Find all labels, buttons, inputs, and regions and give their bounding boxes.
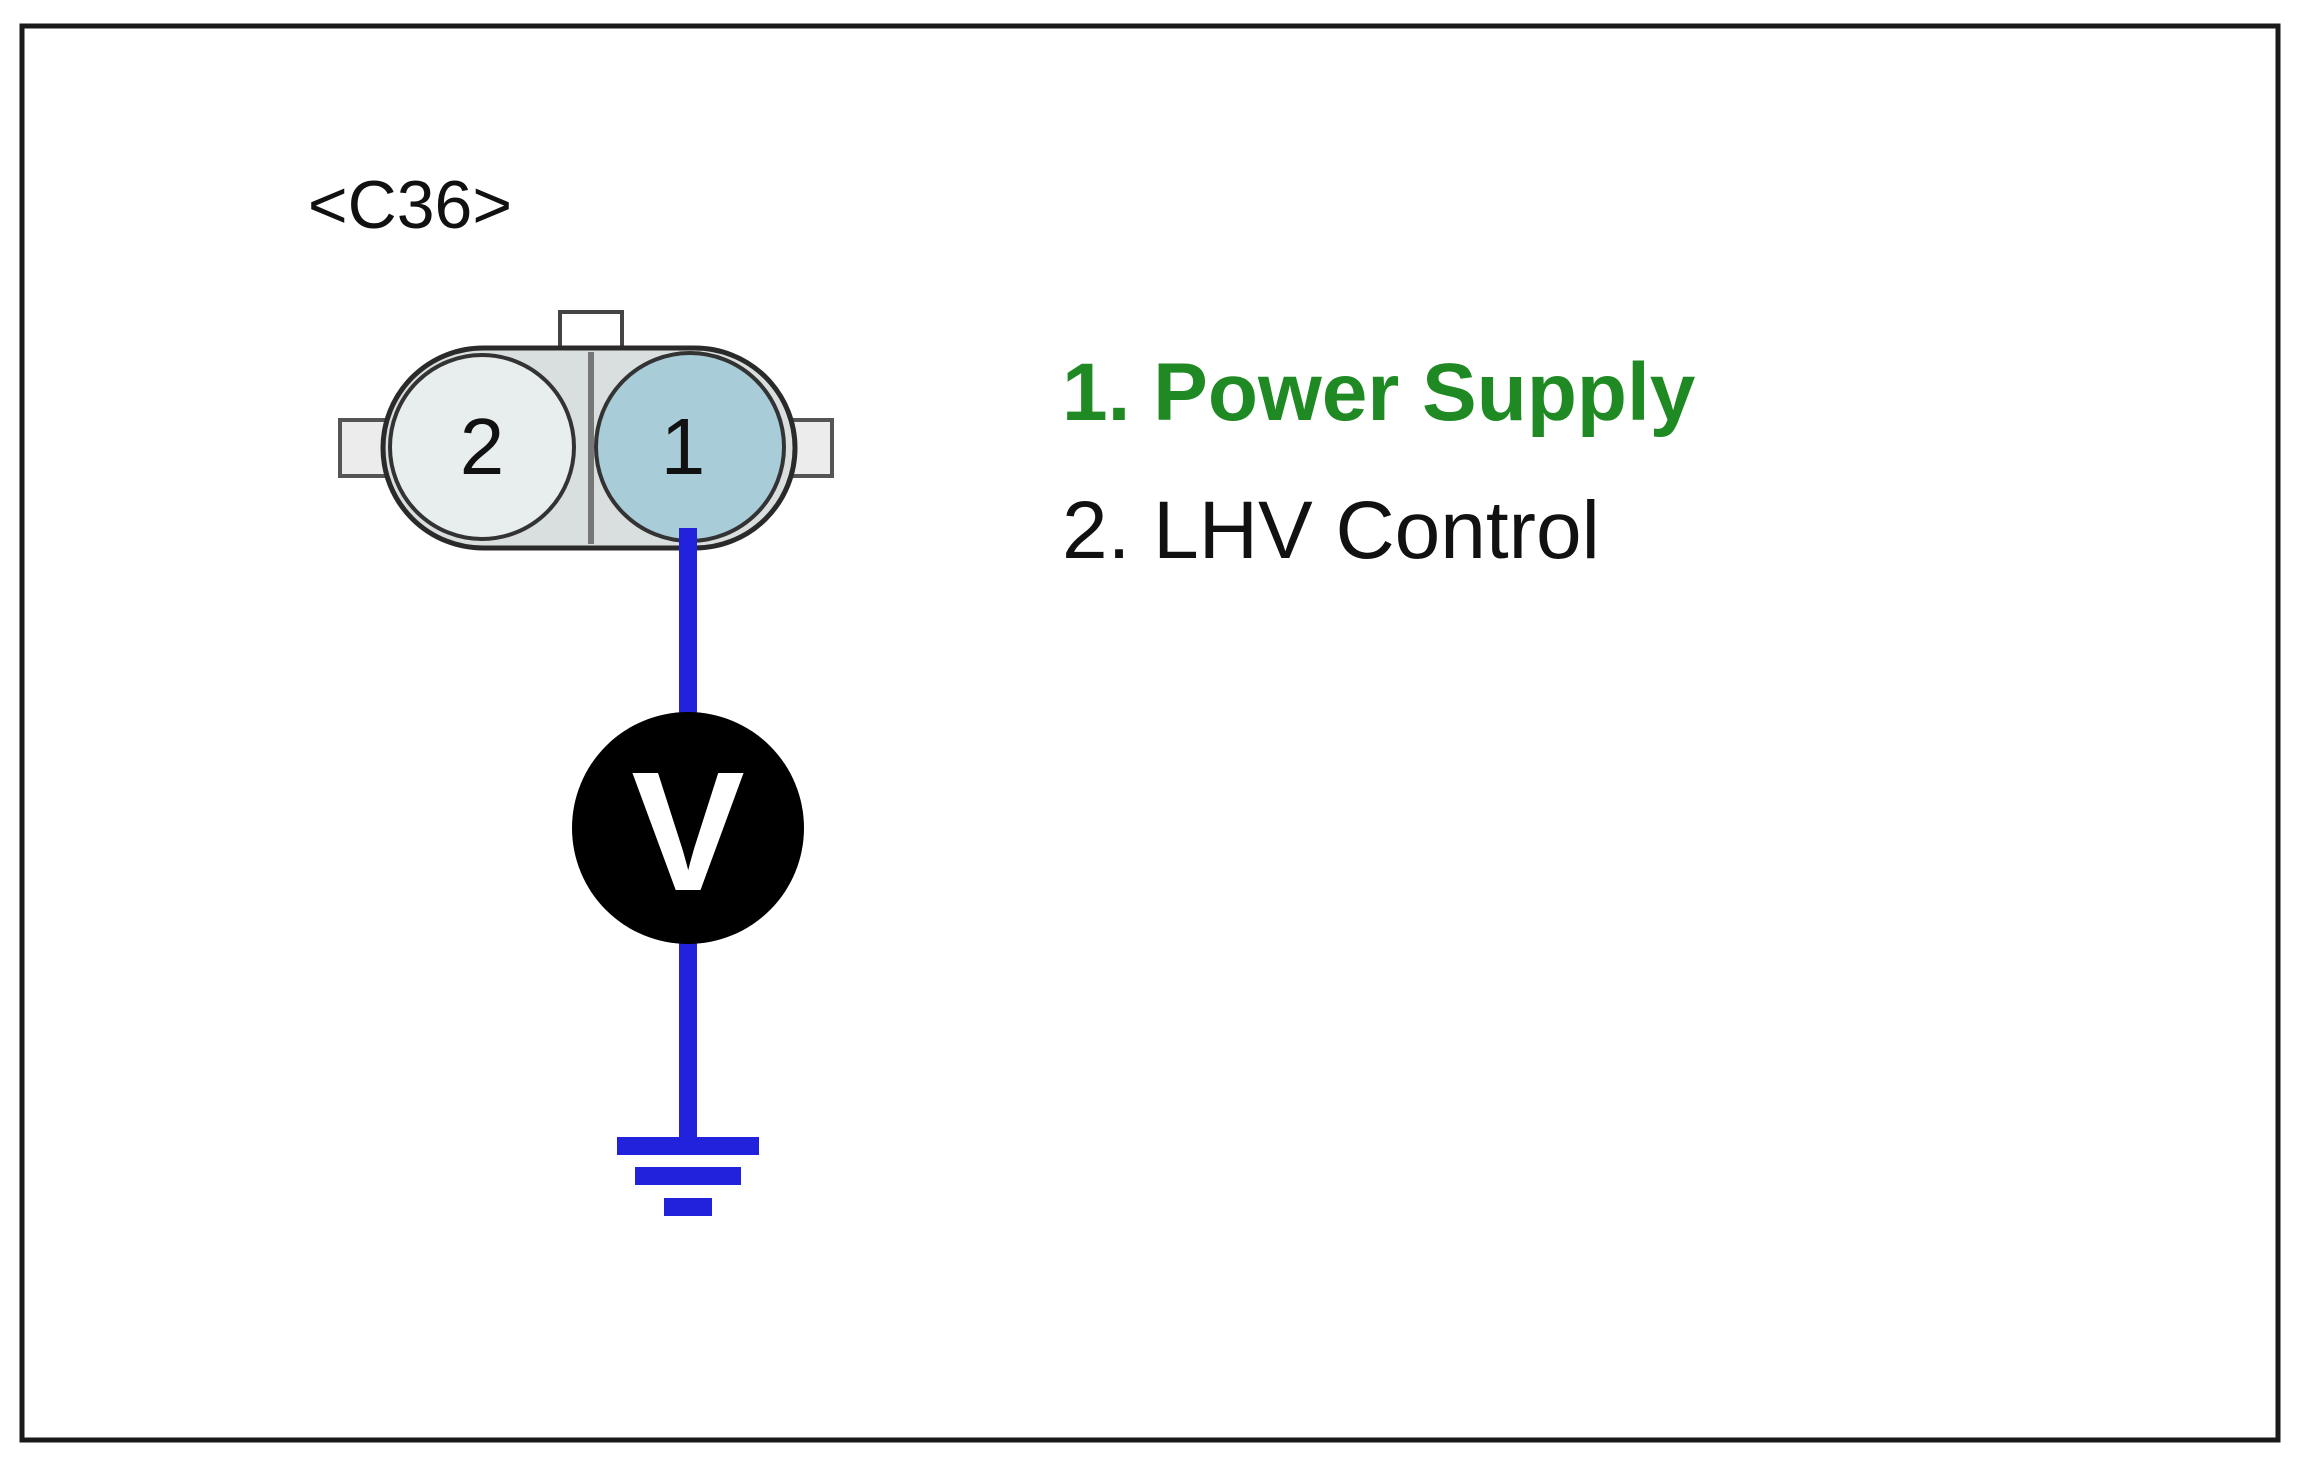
legend-item-lhv-control: 2. LHV Control	[1062, 485, 1600, 576]
connector-pin-2: 2	[388, 353, 576, 541]
ground-icon	[617, 1137, 759, 1216]
pin-legend: 1. Power Supply 2. LHV Control	[1062, 347, 1696, 576]
pin-2-number: 2	[460, 402, 505, 491]
ground-bar-2	[635, 1167, 741, 1185]
ground-bar-3	[664, 1198, 712, 1216]
voltmeter-icon: V	[572, 712, 804, 944]
connector-latch	[558, 310, 624, 354]
pin-2-circle	[388, 353, 576, 541]
voltmeter-symbol: V	[631, 737, 744, 927]
pin-1-number: 1	[661, 402, 706, 491]
legend-item-power-supply: 1. Power Supply	[1062, 347, 1696, 438]
connector-c36: 2 1	[338, 310, 834, 551]
connector-pin-1: 1	[594, 351, 786, 543]
ground-bar-1	[617, 1137, 759, 1155]
connector-id-label: <C36>	[308, 167, 512, 243]
diagram-frame	[19, 23, 2281, 1443]
voltmeter-circle	[572, 712, 804, 944]
